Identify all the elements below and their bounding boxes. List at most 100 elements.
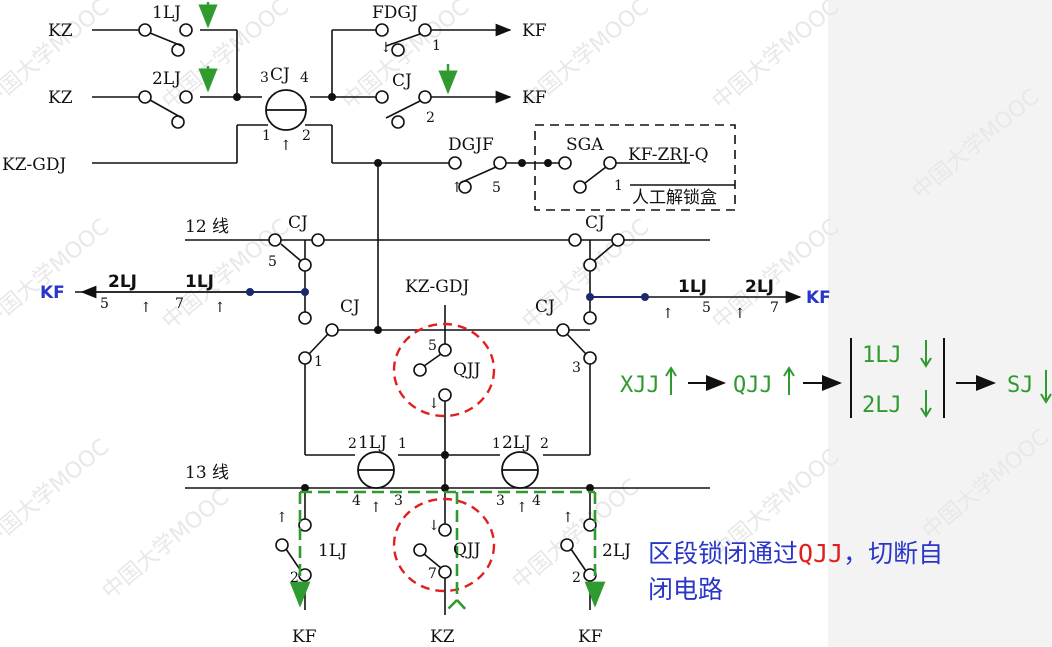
green-arrows: [198, 2, 458, 95]
relay-1lj-label: 1LJ: [358, 433, 387, 453]
manual-unlock-box-label: 人工解锁盒: [632, 188, 717, 208]
terminal-number: 5: [100, 296, 109, 312]
relay-1lj-label: 1LJ: [678, 277, 707, 297]
note-text: 区段锁闭通过: [648, 539, 799, 568]
feeders: [250, 291, 645, 298]
kz-label: KZ: [48, 21, 73, 41]
seq-qjj: QJJ: [733, 373, 773, 398]
relay-cj-label: CJ: [270, 65, 290, 85]
relay-1lj-label: 1LJ: [185, 272, 214, 292]
terminal-number: 7: [175, 296, 184, 312]
sga-label: SGA: [566, 135, 604, 155]
terminal-number: 5: [702, 300, 711, 316]
up-arrow-icon: ↑: [562, 510, 574, 526]
relay-cj-label: CJ: [585, 213, 605, 233]
terminal-number: 2: [348, 436, 357, 452]
terminal-number: 2: [290, 570, 299, 586]
up-arrow-icon: ↑: [734, 306, 746, 322]
terminal-number: 5: [428, 338, 437, 354]
down-arrow-icon: ↓: [380, 40, 392, 56]
terminal-number: 2: [302, 128, 311, 144]
down-arrow-icon: ↓: [428, 396, 440, 412]
seq-xjj: XJJ: [620, 373, 660, 398]
relay-1lj-label: 1LJ: [152, 3, 181, 23]
contacts: [138, 23, 625, 582]
watermark: 中国大学MOOC: [908, 85, 1044, 205]
relay-coils: [265, 89, 539, 489]
kf-zrj-q-label: KF-ZRJ-Q: [628, 145, 709, 165]
relay-1lj-label: 1LJ: [318, 541, 347, 561]
terminal-number: 7: [428, 566, 437, 582]
up-arrow-icon: ↑: [140, 300, 152, 316]
qjj-label: QJJ: [453, 360, 481, 380]
relay-2lj-label: 2LJ: [502, 433, 531, 453]
kf-label: KF: [578, 627, 603, 647]
contact-arms: [149, 32, 615, 572]
relay-2lj-label: 2LJ: [602, 541, 631, 561]
watermark: 中国大学MOOC: [708, 0, 844, 115]
terminal-number: 5: [268, 254, 277, 270]
seq-2lj: 2LJ: [862, 393, 902, 418]
up-arrow-icon: ↑: [662, 306, 674, 322]
terminal-number: 7: [770, 300, 779, 316]
watermark: 中国大学MOOC: [0, 435, 114, 555]
up-arrow-icon: ↑: [516, 500, 528, 516]
terminal-number: 1: [262, 128, 271, 144]
watermark: 中国大学MOOC: [98, 485, 234, 605]
terminal-number: 3: [260, 70, 269, 86]
up-arrow-icon: ↑: [370, 500, 382, 516]
terminal-number: 4: [352, 493, 361, 509]
relay-cj-label: CJ: [288, 213, 308, 233]
watermark: 中国大学MOOC: [708, 215, 844, 335]
relay-fdgj-label: FDGJ: [372, 3, 418, 23]
kz-label: KZ: [48, 88, 73, 108]
terminal-number: 1: [614, 178, 623, 194]
kf-label: KF: [522, 88, 547, 108]
relay-2lj-label: 2LJ: [108, 272, 137, 292]
terminal-number: 1: [492, 436, 501, 452]
side-panel: [828, 0, 1052, 647]
terminal-number: 3: [394, 493, 403, 509]
explanation-note: 区段锁闭通过QJJ，切断自闭电路: [648, 536, 948, 608]
watermark: 中国大学MOOC: [0, 215, 114, 335]
self-close-path: [289, 490, 606, 613]
seq-1lj: 1LJ: [862, 343, 902, 368]
kz-gdj-label: KZ-GDJ: [405, 277, 469, 297]
junction-dots: [233, 93, 594, 492]
kf-label: KF: [292, 627, 317, 647]
terminal-number: 1: [314, 354, 323, 370]
watermark: 中国大学MOOC: [918, 425, 1052, 545]
down-arrow-icon: ↓: [428, 518, 440, 534]
qjj-label: QJJ: [453, 540, 481, 560]
feeder-dots: [246, 288, 649, 301]
note-text: ，切断自闭电路: [648, 539, 944, 604]
kf-label: KF: [806, 288, 831, 308]
relay-sequence: XJJ QJJ 1LJ 2LJ SJ: [620, 338, 1052, 418]
relay-cj-label: CJ: [340, 297, 360, 317]
kz-gdj-label: KZ-GDJ: [2, 155, 66, 175]
relay-2lj-label: 2LJ: [152, 69, 181, 89]
terminal-number: 4: [300, 70, 309, 86]
terminal-number: 3: [572, 360, 581, 376]
feeder-lines: [80, 285, 802, 304]
kf-label: KF: [522, 21, 547, 41]
seq-sj: SJ: [1007, 373, 1034, 398]
terminal-number: 2: [572, 570, 581, 586]
terminal-number: 1: [398, 436, 407, 452]
terminal-number: 5: [492, 180, 501, 196]
terminal-number: 4: [532, 493, 541, 509]
kf-label: KF: [40, 283, 65, 303]
kz-label: KZ: [430, 627, 455, 647]
up-arrow-icon: ↑: [214, 300, 226, 316]
relay-2lj-label: 2LJ: [745, 277, 774, 297]
up-arrow-icon: ↑: [276, 510, 288, 526]
line-13-label: 13 线: [185, 463, 229, 483]
relay-cj-label: CJ: [535, 297, 555, 317]
relay-cj-label: CJ: [392, 71, 412, 91]
up-arrow-icon: ↑: [451, 180, 463, 196]
up-arrow-icon: ↑: [280, 138, 292, 154]
terminal-number: 3: [496, 493, 505, 509]
relay-dgjf-label: DGJF: [448, 135, 494, 155]
qjj-highlight-circles: [392, 322, 496, 593]
